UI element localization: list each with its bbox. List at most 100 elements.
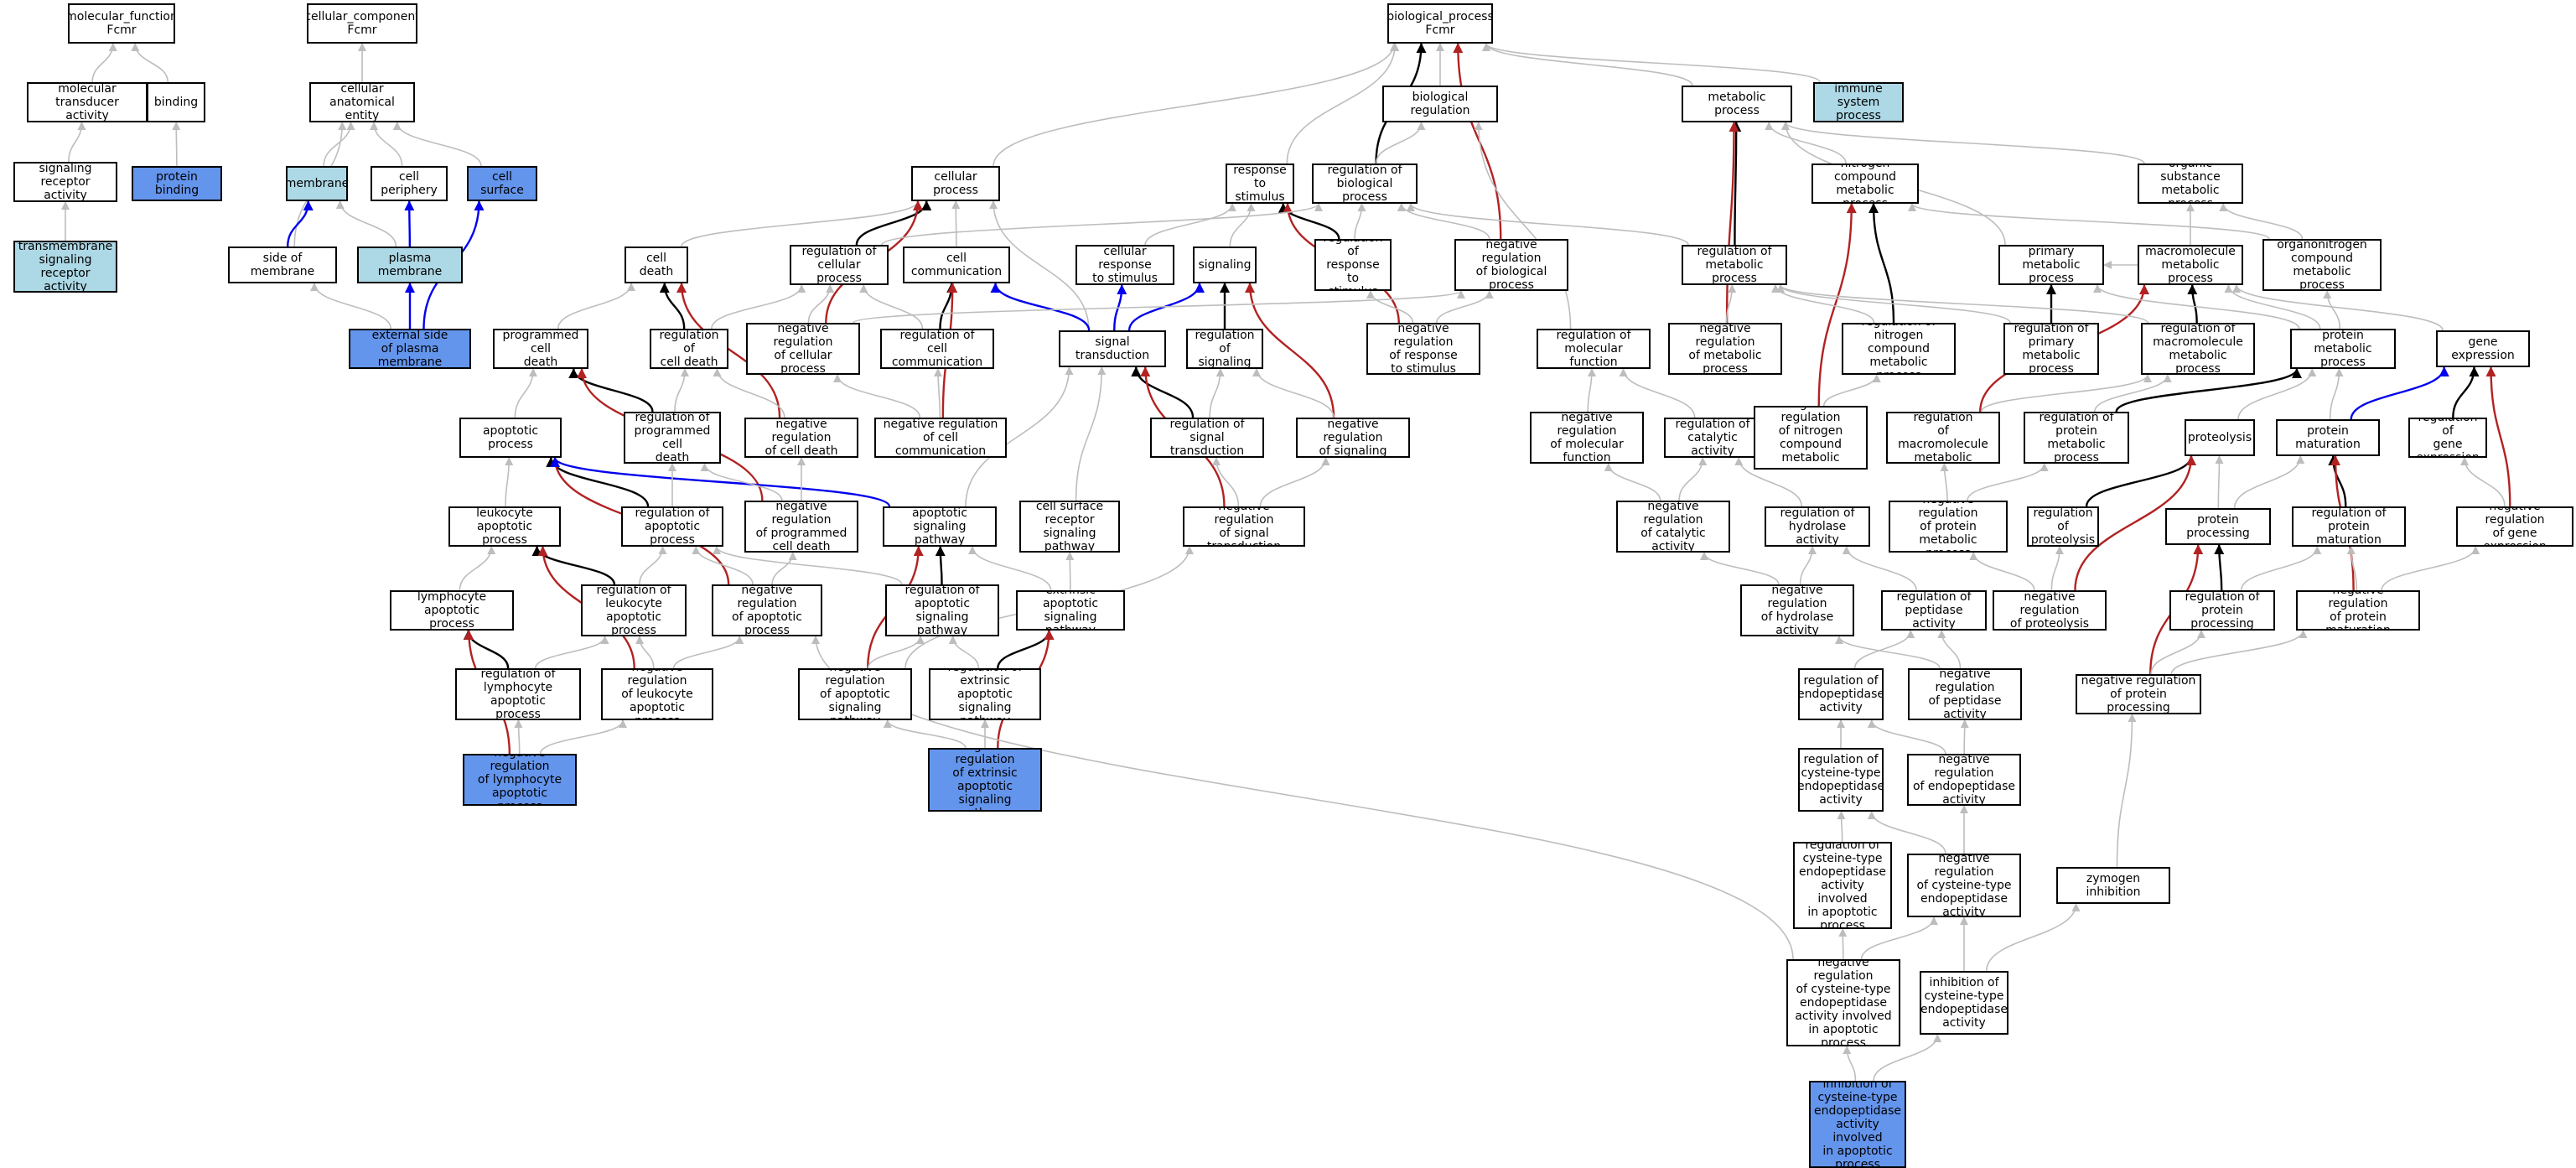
go-term-node: negative regulation of apoptotic process: [712, 584, 822, 636]
edge-rmf-to-breg: [1474, 122, 1572, 330]
edge-ap-to-pcd: [514, 368, 537, 418]
edge-nrcd-to-rcd: [713, 368, 785, 418]
edge-nrncmp-to-ncmp: [1817, 203, 1857, 407]
go-term-node: signal transduction: [1059, 330, 1166, 367]
edge-asp-to-ap: [550, 457, 891, 507]
edge-st-to-ccomm: [990, 283, 1091, 331]
edge-nrprot-to-rprot: [2050, 546, 2064, 591]
edge-mta-to-mf: [91, 43, 117, 83]
edge-som-to-memb: [286, 200, 314, 247]
edge-nrasp-to-rasp: [867, 636, 925, 669]
edge-nrca-to-rca: [1678, 457, 1708, 501]
go-term-node: regulation of gene expression: [2408, 418, 2487, 458]
edge-nrrs-to-nrbp: [1435, 290, 1494, 324]
go-term-node: regulation of programmed cell death: [624, 412, 721, 464]
go-term-node: cell death: [625, 247, 688, 283]
go-term-node: biological_process Fcmr: [1387, 3, 1493, 44]
go-term-node: negative regulation of cysteine-type end…: [1786, 959, 1900, 1046]
go-term-node: negative regulation of hydrolase activit…: [1740, 584, 1854, 636]
edge-sra-to-mta: [68, 122, 86, 163]
edge-icea-to-zi: [1985, 903, 2081, 972]
edge-nreasp-to-nrasp: [883, 719, 967, 749]
go-term-node: protein metabolic process: [2290, 329, 2396, 369]
go-term-node: negative regulation of lymphocyte apopto…: [463, 754, 577, 806]
edge-nrprmp-to-nrmmp: [1940, 463, 1949, 501]
edge-pproc-to-prot: [2215, 455, 2224, 509]
edge-nrpa-to-rpa: [1937, 630, 1962, 669]
edge-rncmp-to-ncmp: [1869, 203, 1895, 324]
go-term-node: zymogen inhibition: [2056, 867, 2170, 904]
edge-oncmp-to-ncmp: [1908, 203, 2270, 240]
edge-ncmp-to-meta: [1765, 122, 1847, 164]
edge-asp-to-st: [965, 366, 1074, 507]
go-term-node: external side of plasma membrane: [349, 329, 471, 369]
edge-iceaiap-to-icea: [1873, 1034, 1942, 1082]
go-term-node: negative regulation of nitrogen compound…: [1754, 406, 1868, 470]
go-term-node: regulation of cysteine-type endopeptidas…: [1798, 748, 1884, 812]
edge-cperi-to-cae: [370, 122, 403, 167]
go-term-node: immune system process: [1813, 82, 1904, 122]
edge-rcc-to-rcp: [859, 284, 924, 330]
edge-pb-to-bind: [172, 122, 181, 167]
edge-lap-to-ap: [505, 457, 514, 507]
edge-nrpproc-to-nrpmat: [2170, 630, 2308, 675]
go-term-node: cell surface: [467, 166, 537, 201]
edge-espm-to-som: [310, 283, 391, 330]
go-term-node: protein maturation: [2276, 419, 2380, 456]
go-term-node: apoptotic process: [459, 418, 562, 458]
go-term-node: signaling: [1193, 247, 1257, 283]
go-term-node: regulation of signal transduction: [1150, 418, 1264, 458]
edge-pm-to-memb: [335, 200, 397, 247]
edge-rcd-to-rcp: [711, 284, 806, 330]
edge-rmmp-to-rmp: [1776, 284, 2148, 324]
edge-rpa-to-rha: [1842, 546, 1917, 591]
go-term-node: negative regulation of programmed cell d…: [744, 501, 858, 553]
go-term-node: regulation of cellular process: [790, 245, 889, 285]
edge-zi-to-nrpproc: [2116, 714, 2137, 868]
edge-nrprot-to-nrprmp: [1969, 552, 2035, 591]
edge-nrcd-to-cdeath: [676, 283, 781, 418]
edge-prmp-to-mmp: [2224, 284, 2321, 330]
edge-csurf-to-cae: [392, 122, 482, 167]
edge-rmp-to-rbp: [1407, 203, 1689, 246]
go-term-node: cellular_component Fcmr: [307, 3, 417, 44]
edge-nrea-to-rea: [1867, 719, 1946, 755]
go-term-node: organonitrogen compound metabolic proces…: [2262, 239, 2382, 291]
go-term-node: regulation of nitrogen compound metaboli…: [1842, 323, 1956, 375]
go-term-node: regulation of metabolic process: [1682, 245, 1787, 285]
go-term-node: inhibition of cysteine-type endopeptidas…: [1809, 1081, 1906, 1168]
edge-sig-to-rstim: [1229, 203, 1256, 247]
go-term-node: leukocyte apoptotic process: [448, 506, 561, 547]
edge-rstim-to-bp: [1286, 43, 1400, 164]
go-term-node: regulation of hydrolase activity: [1765, 506, 1870, 547]
go-term-node: biological regulation: [1382, 86, 1498, 122]
edge-nrmp-to-rmp: [1725, 284, 1737, 324]
edge-rha-to-rca: [1734, 457, 1803, 507]
edge-csrsp-to-st: [1075, 366, 1107, 501]
edge-rpcd-to-rcd: [674, 368, 689, 413]
go-term-node: negative regulation of leukocyte apoptot…: [601, 668, 713, 720]
edge-pcd-to-cdeath: [557, 283, 635, 330]
edge-nrpmat-to-nrge: [2381, 546, 2480, 591]
go-term-node: negative regulation of protein maturatio…: [2296, 590, 2420, 631]
edge-easp-to-asp: [968, 546, 1052, 591]
go-term-node: regulation of response to stimulus: [1314, 239, 1392, 291]
go-term-node: negative regulation of endopeptidase act…: [1907, 754, 2021, 806]
go-term-node: side of membrane: [228, 247, 337, 283]
go-term-node: negative regulation of extrinsic apoptot…: [928, 748, 1042, 812]
go-term-node: nitrogen compound metabolic process: [1811, 164, 1919, 204]
edge-nrlyap-to-rlyap: [514, 719, 523, 755]
edge-nrcea-to-rcea: [1867, 811, 1946, 854]
edge-rrts-to-rbp: [1354, 203, 1366, 240]
edge-rprmp-to-prmp: [2115, 368, 2302, 413]
edge-nrpa-to-nrha: [1835, 636, 1941, 669]
go-term-node: primary metabolic process: [1998, 245, 2104, 285]
go-term-node: negative regulation of catalytic activit…: [1616, 501, 1730, 553]
edge-pmat-to-gexp: [2350, 366, 2449, 420]
edge-prmp-to-pmp: [2093, 284, 2300, 330]
go-term-node: regulation of protein processing: [2169, 590, 2275, 631]
edge-rceaiap-to-rcea: [1837, 811, 1846, 843]
edge-rcp-to-rbp: [881, 203, 1323, 246]
edge-prmp-to-oncmp: [2323, 290, 2341, 330]
